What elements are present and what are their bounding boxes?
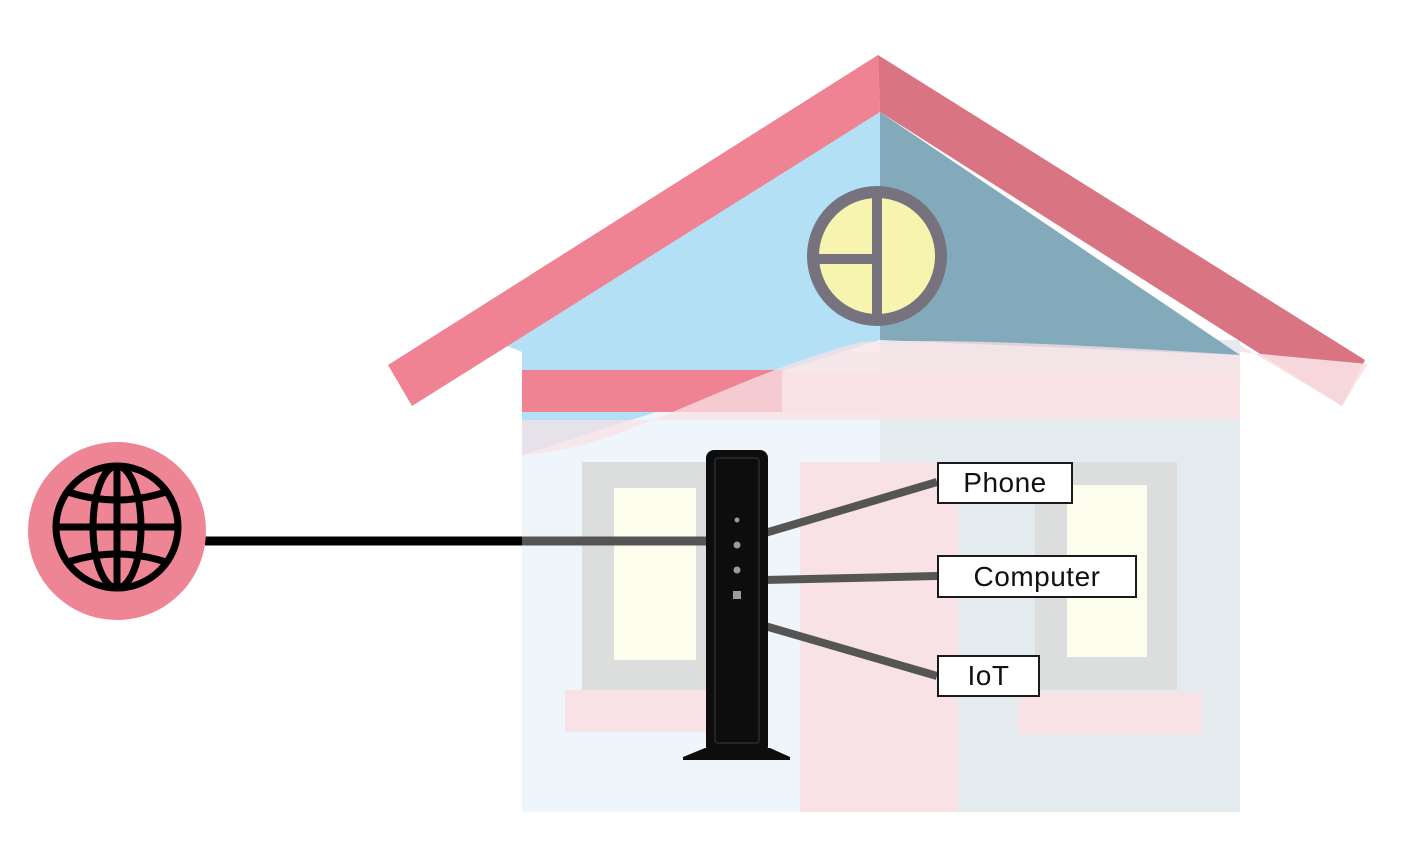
modem-body <box>706 450 768 754</box>
attic-window-mullion-v <box>872 196 882 318</box>
door-panel <box>800 462 958 812</box>
left-window-glass <box>614 488 696 660</box>
cable-iot <box>763 622 939 680</box>
right-window-sill <box>1018 692 1202 734</box>
cable-phone <box>763 478 939 537</box>
cables <box>205 478 939 680</box>
modem-led-online <box>733 591 741 599</box>
roof-right-slope <box>878 55 1365 406</box>
modem-led-ds <box>733 541 741 549</box>
attic-window <box>807 186 947 326</box>
globe-icon <box>52 462 182 592</box>
gable-dark <box>880 112 1240 355</box>
phone-label: Phone <box>937 462 1073 504</box>
internet-globe <box>28 442 206 620</box>
roof-left-slope <box>388 55 880 406</box>
cable-modem <box>683 450 790 760</box>
computer-label: Computer <box>937 555 1137 598</box>
iot-label: IoT <box>937 655 1040 697</box>
modem-led-power <box>734 517 740 523</box>
roof <box>388 55 1368 406</box>
modem-panel <box>714 457 760 744</box>
roof-right-tip-fade <box>1240 345 1368 406</box>
attic-window-mullion-h <box>818 254 876 264</box>
cable-computer <box>764 572 938 584</box>
wall-wave <box>522 340 1240 455</box>
modem-led-us <box>733 566 741 574</box>
